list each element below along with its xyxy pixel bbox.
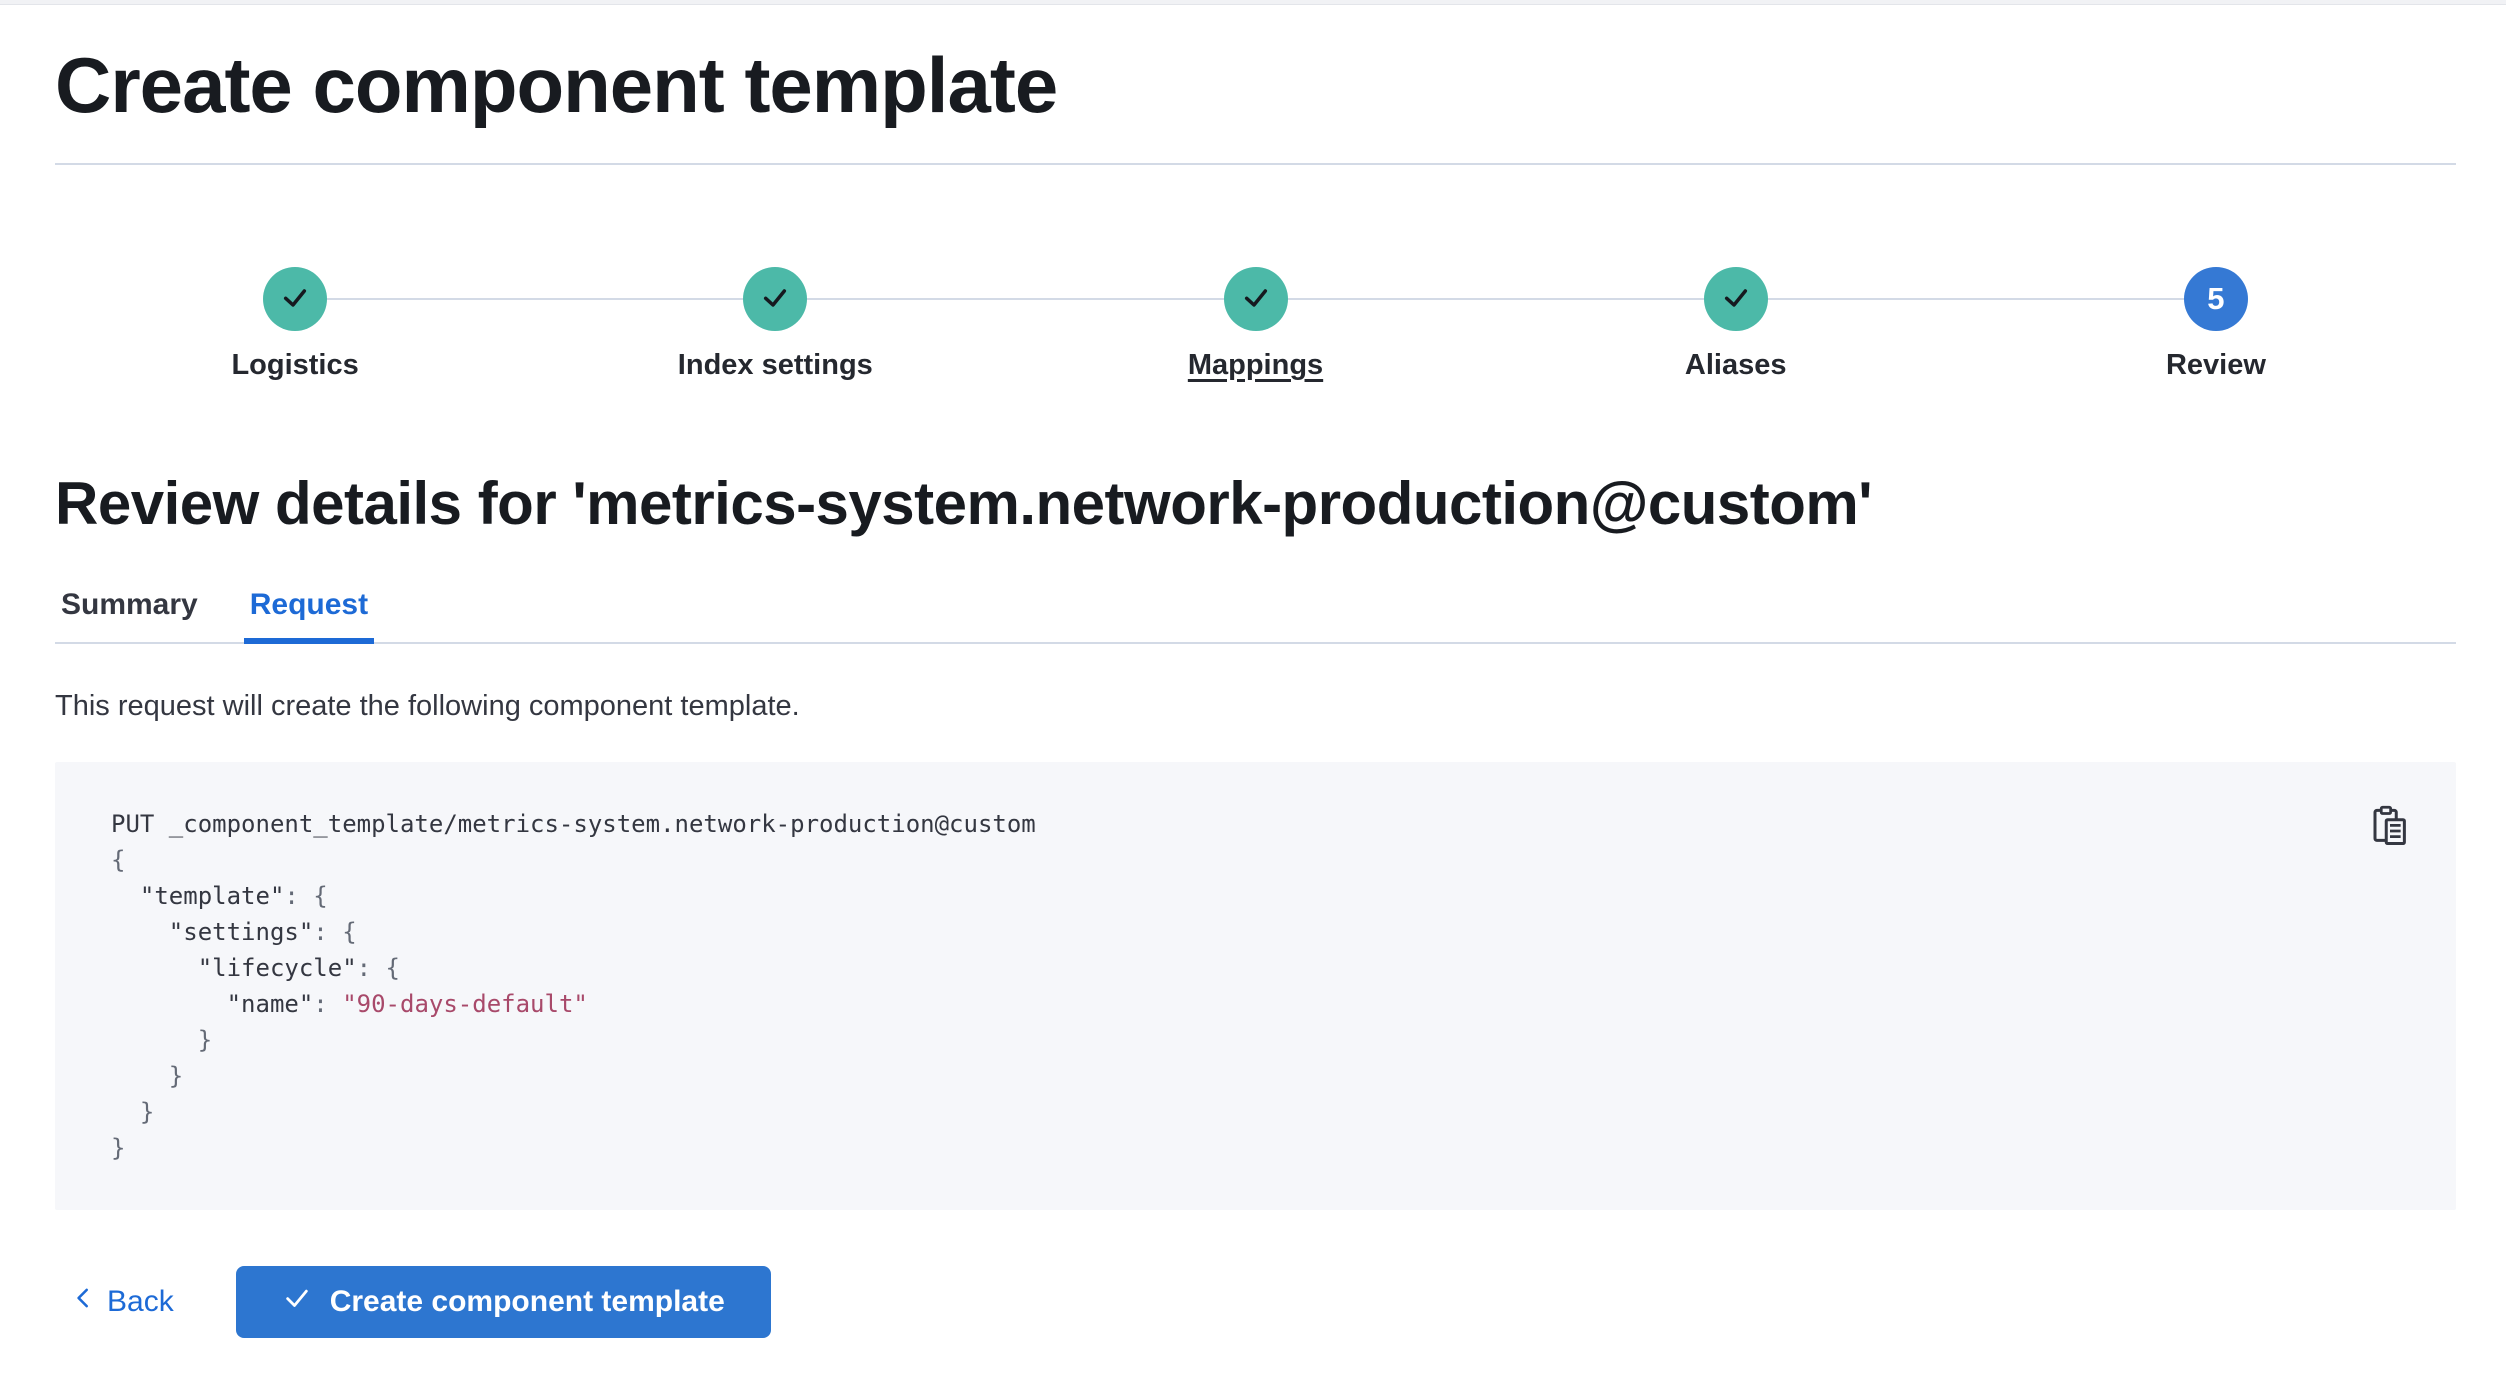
code-line: } [111, 1026, 213, 1054]
check-icon [1720, 281, 1752, 318]
step-aliases[interactable]: Aliases [1496, 267, 1976, 382]
back-button-label: Back [107, 1285, 174, 1318]
step-logistics[interactable]: Logistics [55, 267, 535, 382]
step-complete-circle[interactable] [1223, 267, 1288, 331]
create-component-template-page: Create component template Logistics Inde… [0, 41, 2506, 1338]
step-current-circle: 5 [2183, 267, 2248, 331]
create-button-label: Create component template [329, 1285, 725, 1318]
code-line: "settings": { [111, 918, 357, 946]
review-tabs: Summary Request [55, 588, 2456, 644]
tab-summary[interactable]: Summary [61, 588, 198, 621]
check-icon [1240, 281, 1272, 318]
code-line: } [111, 1134, 126, 1162]
step-label[interactable]: Aliases [1684, 349, 1787, 381]
step-review-current: 5 Review [1976, 267, 2456, 382]
back-button[interactable]: Back [71, 1283, 174, 1321]
code-line: PUT _component_template/metrics-system.n… [111, 810, 1036, 838]
step-complete-circle[interactable] [263, 267, 328, 331]
step-label[interactable]: Mappings [1187, 349, 1324, 381]
create-component-template-button[interactable]: Create component template [235, 1266, 771, 1338]
code-line: } [111, 1098, 155, 1126]
title-divider [55, 163, 2456, 165]
step-label[interactable]: Logistics [231, 349, 359, 381]
code-line: "name": "90-days-default" [111, 990, 588, 1018]
step-complete-circle[interactable] [743, 267, 808, 331]
wizard-stepper: Logistics Index settings Mappings [55, 267, 2456, 382]
review-details-heading: Review details for 'metrics-system.netwo… [55, 470, 1872, 537]
wizard-footer: Back Create component template [55, 1266, 2456, 1338]
check-icon [279, 281, 311, 318]
check-icon [282, 1283, 312, 1321]
check-icon [759, 281, 791, 318]
copy-clipboard-icon[interactable] [2370, 804, 2410, 848]
request-code-block: PUT _component_template/metrics-system.n… [55, 762, 2456, 1210]
page-title: Create component template [55, 41, 1058, 129]
step-mappings[interactable]: Mappings [1015, 267, 1495, 382]
code-line: "template": { [111, 882, 328, 910]
code-line: "lifecycle": { [111, 954, 400, 982]
step-label: Review [2165, 349, 2266, 381]
window-top-edge [0, 0, 2506, 5]
code-line: { [111, 846, 126, 874]
step-index-settings[interactable]: Index settings [535, 267, 1015, 382]
code-line: } [111, 1062, 184, 1090]
tab-request[interactable]: Request [243, 588, 375, 644]
request-json-code: PUT _component_template/metrics-system.n… [111, 806, 2400, 1166]
step-label[interactable]: Index settings [677, 349, 873, 381]
chevron-left-icon [71, 1283, 97, 1321]
step-complete-circle[interactable] [1703, 267, 1768, 331]
step-number: 5 [2207, 281, 2225, 316]
request-description: This request will create the following c… [55, 690, 800, 722]
